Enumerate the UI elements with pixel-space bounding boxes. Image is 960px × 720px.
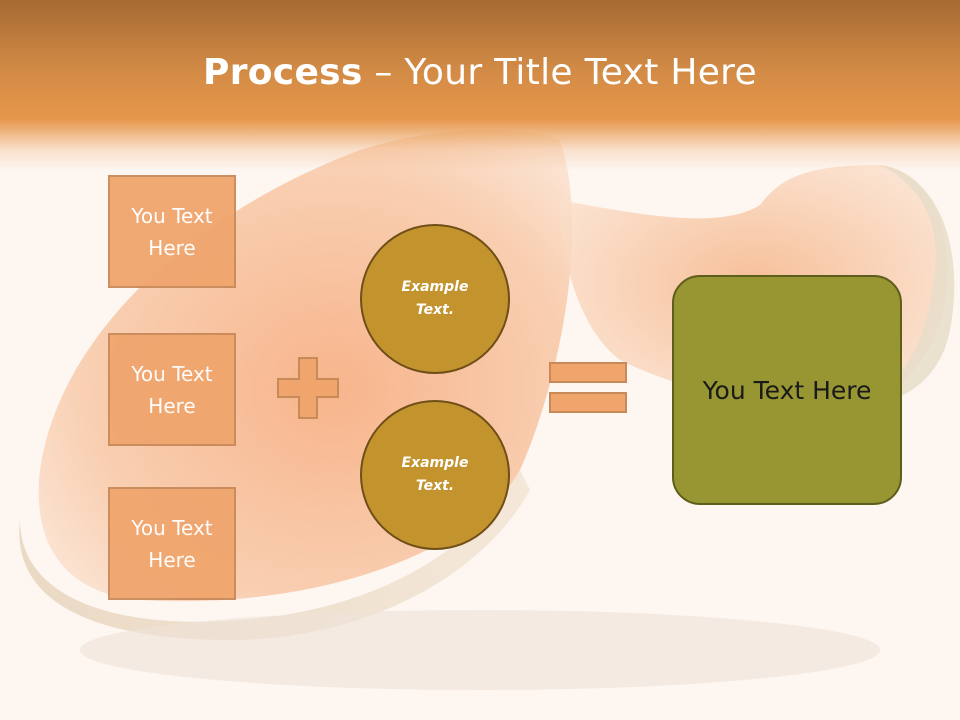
example-circle-2[interactable]: Example Text.: [360, 400, 510, 550]
header-band: [0, 0, 960, 170]
text-box-1-label: You Text Here: [131, 203, 213, 260]
equals-icon: [549, 362, 627, 413]
text-box-2-label: You Text Here: [131, 361, 213, 418]
example-circle-2-label: Example Text.: [401, 455, 469, 494]
plus-icon: [277, 357, 339, 419]
title-strong: Process: [203, 52, 363, 93]
result-box-label: You Text Here: [702, 375, 872, 405]
example-circle-1[interactable]: Example Text.: [360, 224, 510, 374]
slide-title[interactable]: Process – Your Title Text Here: [0, 52, 960, 93]
result-box[interactable]: You Text Here: [672, 275, 902, 505]
text-box-3-label: You Text Here: [131, 515, 213, 572]
example-circle-1-label: Example Text.: [401, 279, 469, 318]
title-dash: –: [362, 52, 405, 93]
title-rest: Your Title Text Here: [404, 52, 757, 93]
text-box-3[interactable]: You Text Here: [108, 487, 236, 600]
text-box-1[interactable]: You Text Here: [108, 175, 236, 288]
text-box-2[interactable]: You Text Here: [108, 333, 236, 446]
